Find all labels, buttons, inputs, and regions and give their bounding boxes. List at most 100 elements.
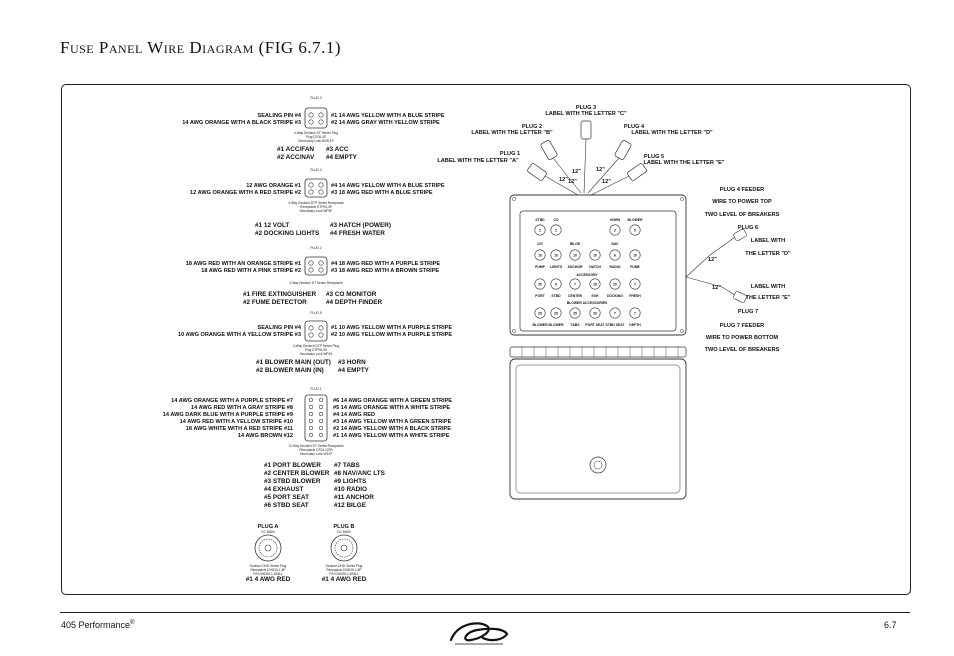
breaker-button — [609, 278, 621, 290]
breaker-rating: 15 — [593, 282, 597, 286]
plug7-label: THE LETTER "E" — [745, 295, 790, 301]
dc-plug-note: Deutsch DHD Series Plug — [250, 564, 287, 568]
dc-plug-note: P/N DHD06-1-8SB-1 — [329, 572, 359, 576]
feeders: PLUG 4 FEEDER WIRE TO POWER TOP TWO LEVE… — [685, 187, 791, 353]
harness-plug4-label: LABEL WITH THE LETTER "D" — [631, 130, 713, 136]
plug2-note: 4-Way Deutsch DT Series Receptacle — [289, 281, 343, 285]
breaker-section: 12V — [537, 242, 544, 246]
breaker-label: ANCHOR — [568, 265, 583, 269]
plug1-func: #7 TABS — [334, 462, 361, 469]
plug1-pinout: PLUG 1 14 AWG ORANGE WITH A PURPLE STRIP… — [163, 387, 453, 509]
plug7-title: PLUG 7 — [738, 309, 758, 315]
plug4-note: 4-Way Deutsch DTP Series Receptacle — [288, 201, 344, 205]
breaker-rating: 20 — [538, 282, 542, 286]
plug3-row-left: 14 AWG ORANGE WITH A BLACK STRIPE #3 — [182, 120, 301, 126]
breaker-label: CENTER — [568, 294, 582, 298]
breaker-button — [550, 278, 562, 290]
plug3-connector-shape — [304, 107, 328, 129]
breaker-label: PORT — [535, 294, 545, 298]
wire-length: 12" — [559, 177, 568, 183]
plug1-row-right: #3 14 AWG YELLOW WITH A GREEN STRIPE — [333, 419, 452, 425]
plug1-row-left: 14 AWG DARK BLUE WITH A PURPLE STRIPE #9 — [163, 412, 293, 418]
plug6-label: THE LETTER "D" — [745, 251, 791, 257]
plug4-func: #1 12 VOLT — [255, 222, 289, 229]
breaker-button — [629, 278, 641, 290]
dc-plug-title: PLUG A — [258, 524, 279, 530]
plug5-note: 4-Way Deutsch DTP Series Plug — [293, 344, 339, 348]
plug1-func: #10 RADIO — [334, 486, 367, 493]
feeder-text: TWO LEVEL OF BREAKERS — [705, 347, 780, 353]
plug3-row-right: #1 14 AWG YELLOW WITH A BLUE STRIPE — [331, 113, 445, 119]
plug1-func: #1 PORT BLOWER — [264, 462, 321, 469]
breaker-rating: 10 — [573, 253, 577, 257]
breaker-section: BILGE — [570, 242, 581, 246]
breaker-rating: 2 — [614, 228, 616, 232]
breaker-button — [534, 278, 546, 290]
wire-length: 12" — [572, 169, 581, 175]
breaker-rating: 25 — [573, 311, 577, 315]
dc-plug-a: PLUG A DC MAIN Deutsch DHD Series Plug R… — [246, 524, 291, 583]
plug1-row-right: #5 14 AWG ORANGE WITH A WHITE STRIPE — [333, 405, 450, 411]
breaker-button — [569, 249, 581, 261]
plug1-row-right: #6 14 AWG ORANGE WITH A GREEN STRIPE — [333, 398, 452, 404]
plug1-func: #6 STBD SEAT — [264, 502, 309, 509]
plug1-row-right: #2 14 AWG YELLOW WITH A BLACK STRIPE — [333, 426, 451, 432]
dc-plug-sub: DC MAIN — [337, 530, 351, 534]
page-title: Fuse Panel Wire Diagram (FIG 6.7.1) — [60, 38, 342, 57]
harness-plug3-label: LABEL WITH THE LETTER "C" — [545, 111, 627, 117]
plug4-row-left: 12 AWG ORANGE #1 — [246, 183, 301, 189]
plug1-header: PLUG 1 — [310, 387, 322, 391]
plug5-pinout: PLUG 5 SEALING PIN #4 #1 10 AWG YELLOW W… — [178, 311, 452, 374]
wire-length: 12" — [596, 167, 605, 173]
breaker-rating: 2 — [539, 228, 541, 232]
plug3-func: #1 ACC/FAN — [277, 146, 314, 153]
plug3-func: #2 ACC/NAV — [277, 154, 315, 161]
plug1-note: Receptacle DT04-12PA — [299, 448, 333, 452]
plug2-func: #2 FUME DETECTOR — [243, 299, 307, 306]
plug4-func: #2 DOCKING LIGHTS — [255, 230, 320, 237]
plug2-func: #1 FIRE EXTINGUISHER — [243, 291, 317, 298]
breaker-label: BLOWER — [548, 323, 564, 327]
plug3-header: PLUG 3 — [310, 96, 322, 100]
plug1-row-left: 18 AWG WHITE WITH A RED STRIPE #11 — [186, 426, 293, 432]
plug1-func: #8 NAV/ANC LTS — [334, 470, 386, 477]
plug1-func: #3 STBD BLOWER — [264, 478, 321, 485]
dc-plug-note: Receptacle DHD06-1-8P — [326, 568, 361, 572]
plug2-pinout: PLUG 2 18 AWG RED WITH AN ORANGE STRIPE … — [186, 246, 441, 306]
plug5-row-left: SEALING PIN #4 — [257, 325, 301, 331]
wire-length: 12" — [602, 179, 611, 185]
breaker-rating: 20 — [554, 311, 558, 315]
breaker-section: ACCESSORY — [576, 273, 598, 277]
breaker-label: TABS — [571, 323, 581, 327]
dc-plug-wire: #1 4 AWG RED — [322, 576, 367, 583]
breaker-label: STBD SEAT — [606, 323, 626, 327]
plug3-note: Secondary Lock W4S-1P — [298, 139, 334, 143]
breaker-label: RADIO — [610, 265, 621, 269]
breaker-label: PUMP — [535, 265, 546, 269]
plug5-func: #4 EMPTY — [338, 367, 370, 374]
breaker-label: BLOWER — [627, 218, 643, 222]
plug1-row-left: 14 AWG RED WITH A GRAY STRIPE #8 — [191, 405, 293, 411]
plug3-row-left: SEALING PIN #4 — [257, 113, 301, 119]
plug4-row-right: #4 14 AWG YELLOW WITH A BLUE STRIPE — [331, 183, 445, 189]
plug2-row-left: 18 AWG RED WITH AN ORANGE STRIPE #1 — [186, 261, 301, 267]
harness-plug2-title: PLUG 2 — [522, 124, 542, 130]
breaker-label: FUME — [630, 265, 640, 269]
dc-plug-note: Receptacle DHD06-1-8P — [250, 568, 285, 572]
breaker-rating: 6 — [614, 253, 616, 257]
harness-plug5-label: LABEL WITH THE LETTER "E" — [643, 160, 724, 166]
plug1-row-left: 14 AWG RED WITH A YELLOW STRIPE #10 — [180, 419, 293, 425]
plug5-func: #3 HORN — [338, 359, 366, 366]
plug4-header: PLUG 4 — [310, 168, 322, 172]
plug4-pinout: PLUG 4 12 AWG ORANGE #1 #4 14 AWG YELLOW… — [190, 168, 445, 237]
plug5-note: Plug DTP06-4S — [305, 348, 327, 352]
panel-hinge — [509, 346, 687, 358]
breaker-rating: 10 — [538, 253, 542, 257]
feeder-text: PLUG 4 FEEDER — [720, 187, 764, 193]
plug4-row-left: 12 AWG ORANGE WITH A RED STRIPE #2 — [190, 190, 301, 196]
harness-plug1-title: PLUG 1 — [500, 151, 520, 157]
plug3-func: #4 EMPTY — [326, 154, 358, 161]
breaker-button — [589, 278, 601, 290]
breaker-rating: 20 — [538, 311, 542, 315]
